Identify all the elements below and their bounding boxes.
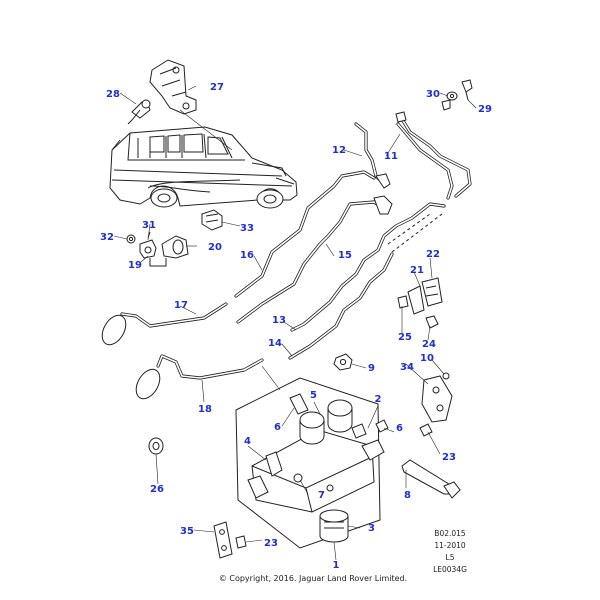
callout-22[interactable]: 22 [426, 249, 440, 260]
clip-33 [201, 209, 223, 231]
pipe-12 [354, 122, 391, 189]
callout-17[interactable]: 17 [174, 300, 188, 311]
pipe-13 [290, 202, 446, 332]
ref-code: B02.015 [434, 529, 466, 538]
pipe-11 [395, 111, 472, 200]
pipe-14 [288, 213, 443, 360]
callout-14[interactable]: 14 [268, 338, 282, 349]
callout-15[interactable]: 15 [338, 250, 352, 261]
callout-29[interactable]: 29 [478, 104, 492, 115]
callout-23b[interactable]: 23 [264, 538, 278, 549]
bracket-34 [419, 372, 453, 437]
callout-12[interactable]: 12 [332, 145, 346, 156]
callout-23a[interactable]: 23 [442, 452, 456, 463]
callout-34[interactable]: 34 [400, 362, 414, 373]
valve-block [247, 393, 389, 513]
callout-32[interactable]: 32 [100, 232, 114, 243]
callout-25[interactable]: 25 [398, 332, 412, 343]
callout-31[interactable]: 31 [142, 220, 156, 231]
callout-20[interactable]: 20 [208, 242, 222, 253]
ref-level: L5 [446, 553, 455, 562]
callout-18[interactable]: 18 [198, 404, 212, 415]
ref-date: 11-2010 [434, 541, 466, 550]
fasteners-29-30 [441, 79, 473, 111]
callout-33[interactable]: 33 [240, 223, 254, 234]
sensor-group [126, 231, 189, 267]
callout-8[interactable]: 8 [404, 490, 411, 501]
callout-6b[interactable]: 6 [396, 423, 403, 434]
copyright-notice: © Copyright, 2016. Jaguar Land Rover Lim… [219, 574, 407, 583]
bolt-8 [401, 459, 461, 499]
hose-17 [101, 302, 228, 346]
bracket-35 [213, 521, 247, 559]
callout-11[interactable]: 11 [384, 151, 398, 162]
pipe-15 [236, 195, 393, 324]
callout-10[interactable]: 10 [420, 353, 434, 364]
callout-21[interactable]: 21 [410, 265, 424, 276]
callout-13[interactable]: 13 [272, 315, 286, 326]
leader-lines [113, 85, 477, 561]
callout-4[interactable]: 4 [244, 436, 251, 447]
reference-block: B02.015 11-2010 L5 LE0034G [433, 529, 467, 574]
callout-7[interactable]: 7 [318, 490, 325, 501]
bracket-21-22 [397, 277, 443, 329]
callout-27[interactable]: 27 [210, 82, 224, 93]
callout-19[interactable]: 19 [128, 260, 142, 271]
bracket-27 [149, 59, 233, 151]
filter-3 [319, 509, 349, 543]
callout-16[interactable]: 16 [240, 250, 254, 261]
valve-block-frame [235, 365, 381, 549]
callout-30[interactable]: 30 [426, 89, 440, 100]
callout-6a[interactable]: 6 [274, 422, 281, 433]
vehicle-illustration [109, 126, 298, 209]
callout-9[interactable]: 9 [368, 363, 375, 374]
callout-2[interactable]: 2 [375, 394, 382, 405]
ref-illustration-code: LE0034G [433, 565, 467, 574]
nut-26 [148, 437, 164, 455]
callout-3[interactable]: 3 [368, 523, 375, 534]
callout-26[interactable]: 26 [150, 484, 164, 495]
callout-5[interactable]: 5 [310, 390, 317, 401]
callout-1[interactable]: 1 [333, 560, 340, 571]
callout-24[interactable]: 24 [422, 339, 436, 350]
hose-18 [135, 354, 264, 400]
callout-35[interactable]: 35 [180, 526, 194, 537]
union-9 [333, 353, 353, 371]
bolt-28 [127, 99, 151, 125]
pipe-16 [234, 170, 376, 298]
callouts: 1 2 3 4 5 6 6 7 8 9 10 11 12 13 14 15 16… [100, 82, 492, 571]
callout-28[interactable]: 28 [106, 89, 120, 100]
